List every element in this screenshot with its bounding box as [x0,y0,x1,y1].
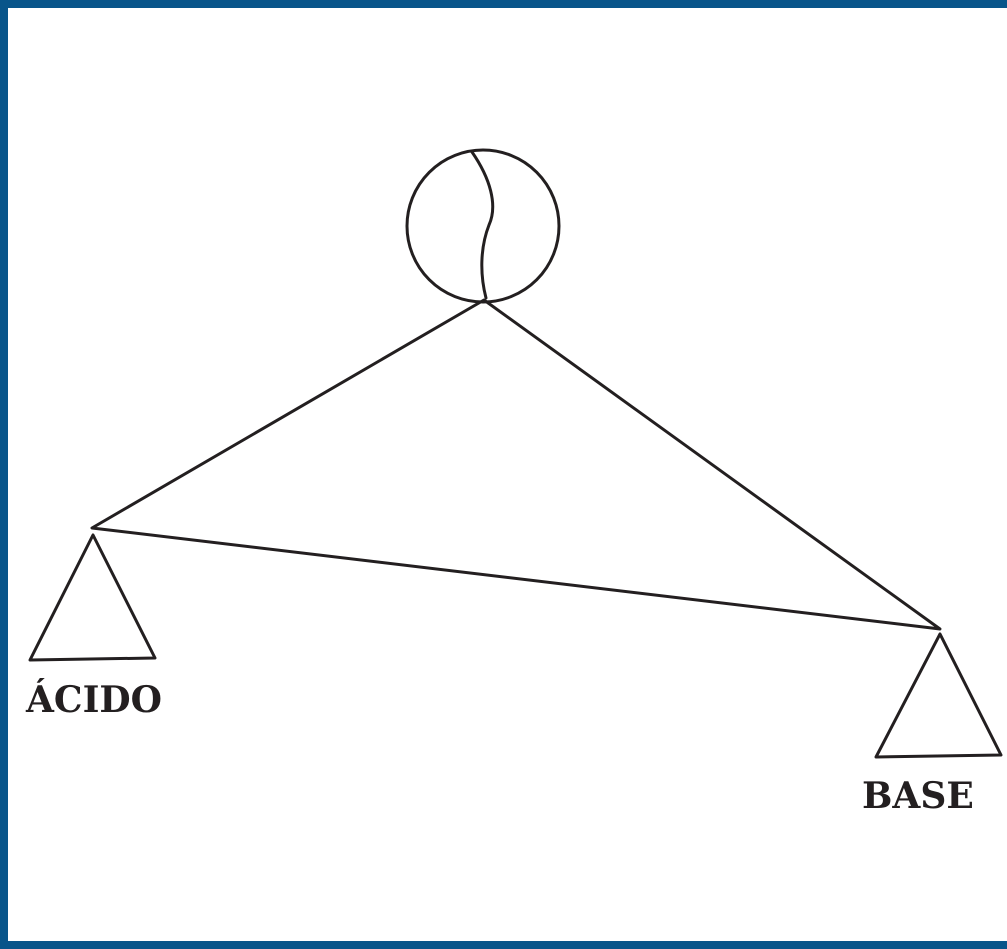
base-fulcrum-triangle [874,632,1003,759]
acid-fulcrum-triangle [28,533,157,662]
ball-seam [470,150,495,300]
lever-frame [90,298,942,631]
base-label: BASE [862,775,974,817]
acid-label: ÁCIDO [26,679,163,721]
